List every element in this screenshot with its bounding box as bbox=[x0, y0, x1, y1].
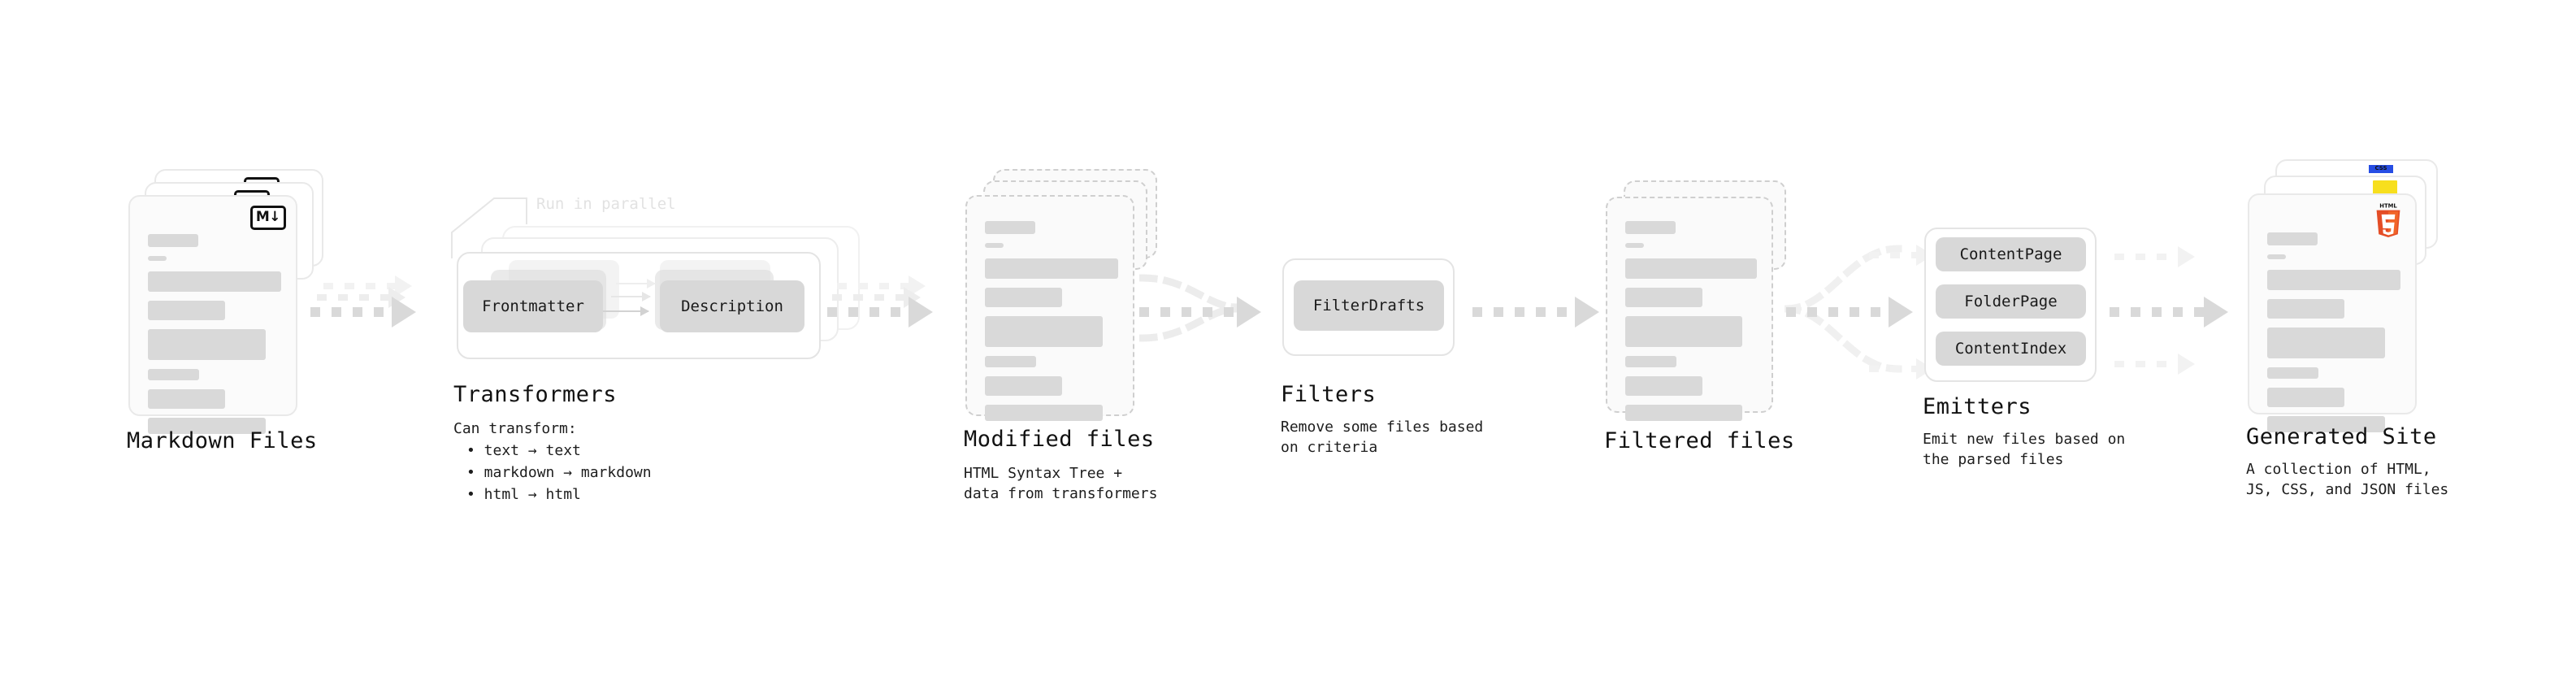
skeleton-bar bbox=[148, 256, 167, 261]
skeleton-bar bbox=[985, 356, 1036, 367]
emitter-chip-contentindex[interactable]: ContentIndex bbox=[1936, 332, 2086, 366]
skeleton-bar bbox=[985, 288, 1062, 307]
skeleton-bar bbox=[2267, 232, 2318, 245]
generated-card-skeleton bbox=[2267, 232, 2400, 441]
skeleton-bar bbox=[2267, 270, 2400, 290]
filters-desc-line-1: Remove some files based bbox=[1281, 419, 1484, 436]
skeleton-bar bbox=[2267, 367, 2318, 379]
transformers-bullet-2: • html → html bbox=[466, 486, 581, 503]
skeleton-bar bbox=[1625, 316, 1742, 347]
emitter-chip-folderpage[interactable]: FolderPage bbox=[1936, 284, 2086, 319]
skeleton-bar bbox=[148, 329, 266, 360]
markdown-card-skeleton bbox=[148, 234, 281, 443]
filters-desc-line-2: on criteria bbox=[1281, 439, 1378, 456]
skeleton-bar bbox=[1625, 288, 1702, 307]
markdown-card-front: M↓ bbox=[128, 195, 297, 434]
emitters-desc-line-2: the parsed files bbox=[1923, 451, 2064, 468]
generated-site-title: Generated Site bbox=[2246, 424, 2437, 449]
emitters-title: Emitters bbox=[1923, 394, 2032, 419]
skeleton-bar bbox=[985, 405, 1103, 421]
skeleton-bar bbox=[1625, 243, 1644, 248]
css-badge: CSS bbox=[2369, 165, 2393, 173]
filters-title: Filters bbox=[1281, 382, 1377, 407]
skeleton-bar bbox=[985, 316, 1103, 347]
markdown-files-title: Markdown Files bbox=[127, 428, 318, 453]
skeleton-bar bbox=[148, 389, 225, 409]
modified-files-desc-line-1: HTML Syntax Tree + bbox=[964, 465, 1123, 482]
skeleton-bar bbox=[985, 258, 1118, 279]
js-badge bbox=[2373, 180, 2397, 194]
transformer-link-arrow-back-1 bbox=[611, 292, 651, 301]
generated-site-desc-line-1: A collection of HTML, bbox=[2246, 461, 2431, 478]
skeleton-bar bbox=[148, 234, 198, 247]
skeleton-bar bbox=[1625, 376, 1702, 396]
skeleton-bar bbox=[985, 376, 1062, 396]
skeleton-bar bbox=[148, 418, 266, 434]
emitter-chip-contentpage[interactable]: ContentPage bbox=[1936, 237, 2086, 271]
skeleton-bar bbox=[148, 369, 199, 380]
skeleton-bar bbox=[2267, 416, 2385, 432]
skeleton-bar bbox=[1625, 258, 1757, 279]
run-in-parallel-annotation: Run in parallel bbox=[536, 195, 676, 213]
transformers-bullet-0: • text → text bbox=[466, 442, 581, 459]
skeleton-bar bbox=[1625, 221, 1676, 234]
modified-card-skeleton bbox=[985, 221, 1118, 430]
skeleton-bar bbox=[148, 301, 225, 320]
skeleton-bar bbox=[985, 221, 1035, 234]
skeleton-bar bbox=[1625, 405, 1742, 421]
skeleton-bar bbox=[2267, 388, 2344, 407]
filtered-files-title: Filtered files bbox=[1604, 428, 1795, 453]
filtered-card-skeleton bbox=[1625, 221, 1757, 430]
html5-icon: HTML bbox=[2376, 203, 2400, 237]
skeleton-bar bbox=[985, 243, 1004, 248]
transformers-title: Transformers bbox=[453, 382, 618, 407]
generated-site-desc-line-2: JS, CSS, and JSON files bbox=[2246, 481, 2449, 498]
filter-chip-filterdrafts[interactable]: FilterDrafts bbox=[1294, 280, 1444, 331]
modified-files-desc-line-2: data from transformers bbox=[964, 485, 1158, 502]
skeleton-bar bbox=[2267, 327, 2385, 358]
generated-card-front: HTML bbox=[2248, 193, 2417, 432]
transformer-link-arrow-back-2 bbox=[616, 279, 656, 288]
transformer-chip-description[interactable]: Description bbox=[660, 280, 804, 332]
svg-text:HTML: HTML bbox=[2379, 203, 2397, 210]
skeleton-bar bbox=[2267, 254, 2286, 259]
transformers-intro: Can transform: bbox=[453, 420, 577, 437]
skeleton-bar bbox=[148, 271, 281, 292]
emitters-desc-line-1: Emit new files based on bbox=[1923, 431, 2126, 448]
modified-card-front bbox=[965, 195, 1134, 421]
transformer-chip-frontmatter[interactable]: Frontmatter bbox=[463, 280, 603, 332]
transformer-link-arrow-front bbox=[603, 306, 649, 316]
transformers-bullet-1: • markdown → markdown bbox=[466, 464, 652, 481]
skeleton-bar bbox=[1625, 356, 1676, 367]
skeleton-bar bbox=[2267, 299, 2344, 319]
modified-files-title: Modified files bbox=[964, 427, 1155, 452]
filtered-card-front bbox=[1606, 197, 1773, 421]
markdown-badge-front: M↓ bbox=[249, 206, 286, 230]
